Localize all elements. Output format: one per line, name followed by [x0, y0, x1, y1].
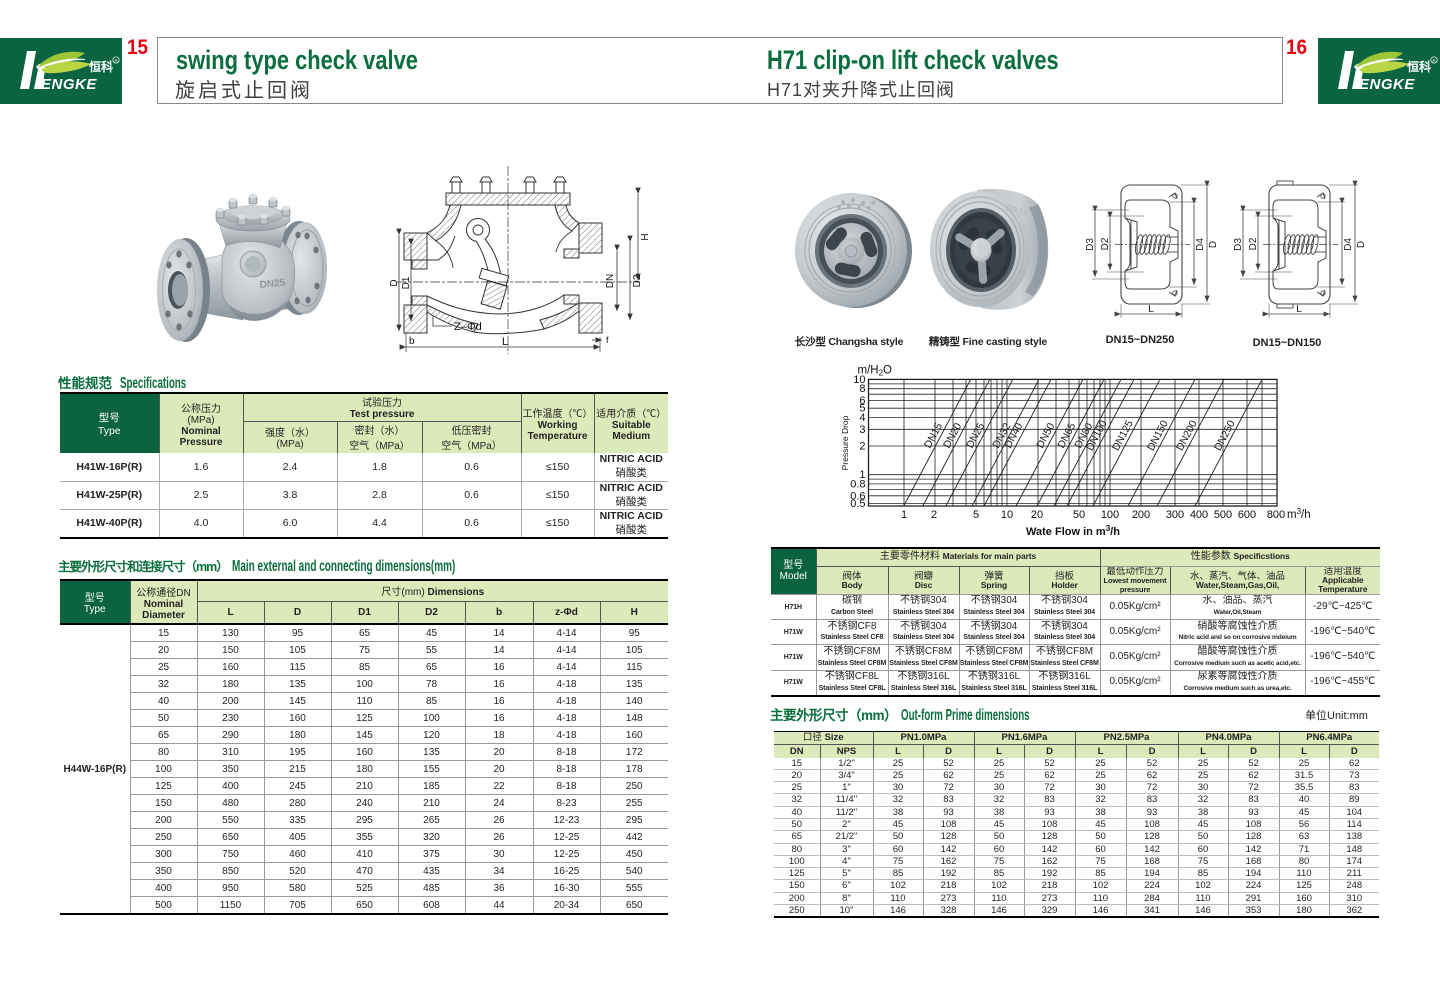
svg-text:4: 4 [859, 412, 865, 424]
svg-text:1: 1 [901, 509, 907, 521]
svg-text:DN150: DN150 [1145, 418, 1171, 453]
svg-text:D4: D4 [1195, 238, 1206, 251]
svg-text:DN: DN [605, 274, 616, 288]
svg-text:0.8: 0.8 [850, 478, 865, 490]
svg-text:恒科: 恒科 [1407, 59, 1431, 74]
svg-text:DN200: DN200 [1174, 418, 1200, 453]
svg-text:R: R [114, 58, 118, 63]
svg-text:Wate Flow in m3/h: Wate Flow in m3/h [1026, 524, 1120, 538]
svg-text:200: 200 [1132, 509, 1150, 521]
svg-text:D: D [390, 279, 400, 286]
svg-text:6: 6 [859, 395, 865, 407]
svg-text:50: 50 [1073, 509, 1085, 521]
svg-text:R: R [1432, 58, 1436, 63]
svg-text:ENGKE: ENGKE [1359, 76, 1415, 93]
svg-text:L: L [1148, 304, 1154, 315]
svg-text:300: 300 [1166, 509, 1184, 521]
svg-text:20: 20 [1031, 509, 1043, 521]
svg-text:D2: D2 [1100, 237, 1111, 250]
svg-text:10: 10 [853, 374, 865, 386]
svg-text:L: L [1296, 304, 1302, 315]
svg-text:400: 400 [1190, 509, 1208, 521]
svg-text:L: L [502, 336, 508, 348]
svg-text:5: 5 [973, 509, 979, 521]
svg-text:5: 5 [859, 403, 865, 415]
svg-text:DN250: DN250 [1212, 418, 1238, 453]
svg-text:f: f [606, 335, 609, 345]
svg-text:m/H2O: m/H2O [858, 364, 893, 377]
svg-text:10: 10 [1001, 509, 1013, 521]
svg-text:500: 500 [1214, 509, 1232, 521]
svg-text:D: D [1208, 241, 1219, 248]
svg-text:2: 2 [859, 441, 865, 453]
svg-text:H: H [640, 233, 651, 240]
svg-text:D4: D4 [1343, 238, 1354, 251]
svg-text:恒科: 恒科 [89, 59, 113, 74]
svg-text:0.6: 0.6 [850, 490, 865, 502]
svg-text:D2: D2 [1248, 237, 1259, 250]
svg-text:D: D [1356, 241, 1367, 248]
svg-text:DN25: DN25 [259, 277, 286, 291]
svg-text:Z–Φd: Z–Φd [454, 321, 482, 333]
svg-text:600: 600 [1238, 509, 1256, 521]
svg-text:0.5: 0.5 [850, 498, 865, 510]
svg-text:ENGKE: ENGKE [41, 76, 97, 93]
svg-text:1: 1 [859, 469, 865, 481]
svg-text:DN125: DN125 [1110, 418, 1136, 453]
svg-text:D2: D2 [632, 274, 643, 287]
svg-text:D3: D3 [1085, 238, 1096, 251]
svg-text:3: 3 [859, 424, 865, 436]
svg-text:m3/h: m3/h [1287, 507, 1311, 521]
svg-text:2: 2 [931, 509, 937, 521]
svg-text:Pressure Drop: Pressure Drop [840, 415, 850, 470]
svg-text:b: b [409, 336, 415, 347]
svg-text:100: 100 [1101, 509, 1119, 521]
svg-text:D3: D3 [1233, 238, 1244, 251]
svg-text:8: 8 [859, 383, 865, 395]
svg-text:800: 800 [1267, 509, 1285, 521]
svg-text:D1: D1 [401, 276, 412, 289]
